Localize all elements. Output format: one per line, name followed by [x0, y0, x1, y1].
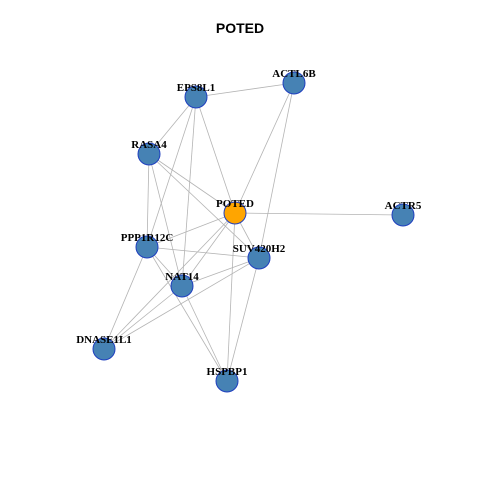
node-label-suv420h2: SUV420H2 — [233, 243, 286, 255]
edge-suv420h2-nat14 — [181, 257, 260, 287]
node-label-dnase1l1: DNASE1L1 — [76, 334, 132, 346]
node-circle-hspbp1[interactable] — [215, 369, 239, 393]
edge-poted-nat14 — [181, 212, 236, 287]
edge-eps8l1-poted — [195, 96, 236, 214]
graph-title: POTED — [215, 20, 265, 36]
node-rasa4[interactable]: RASA4 — [131, 139, 167, 166]
edge-rasa4-poted — [148, 153, 236, 214]
node-actr5[interactable]: ACTR5 — [385, 200, 422, 227]
edge-rasa4-suv420h2 — [148, 153, 260, 259]
node-label-actr5: ACTR5 — [385, 200, 422, 212]
edge-poted-dnase1l1 — [103, 212, 236, 350]
edge-suv420h2-hspbp1 — [226, 257, 260, 382]
edge-poted-actr5 — [234, 212, 404, 216]
edge-ppp1r12c-suv420h2 — [146, 246, 260, 259]
edge-nat14-hspbp1 — [181, 285, 228, 382]
node-circle-rasa4[interactable] — [137, 142, 161, 166]
edge-actl6b-poted — [234, 82, 295, 214]
edge-eps8l1-actl6b — [195, 82, 295, 98]
edge-poted-ppp1r12c — [146, 212, 236, 248]
edges-layer — [103, 82, 404, 382]
edge-eps8l1-rasa4 — [148, 96, 197, 155]
edge-actl6b-suv420h2 — [258, 82, 295, 259]
node-label-ppp1r12c: PPP1R12C — [121, 232, 174, 244]
node-ppp1r12c[interactable]: PPP1R12C — [121, 232, 174, 259]
edge-poted-hspbp1 — [226, 212, 236, 382]
node-circle-dnase1l1[interactable] — [92, 337, 116, 361]
node-eps8l1[interactable]: EPS8L1 — [177, 82, 216, 109]
node-circle-nat14[interactable] — [170, 274, 194, 298]
node-nat14[interactable]: NAT14 — [165, 271, 199, 298]
node-label-nat14: NAT14 — [165, 271, 199, 283]
node-label-rasa4: RASA4 — [131, 139, 167, 151]
edge-rasa4-nat14 — [148, 153, 183, 287]
node-poted[interactable]: POTED — [216, 198, 254, 225]
node-circle-actl6b[interactable] — [282, 71, 306, 95]
node-circle-ppp1r12c[interactable] — [135, 235, 159, 259]
edge-ppp1r12c-dnase1l1 — [103, 246, 148, 350]
edge-ppp1r12c-hspbp1 — [146, 246, 228, 382]
node-label-actl6b: ACTL6B — [272, 68, 316, 80]
node-suv420h2[interactable]: SUV420H2 — [233, 243, 286, 270]
node-dnase1l1[interactable]: DNASE1L1 — [76, 334, 132, 361]
node-actl6b[interactable]: ACTL6B — [272, 68, 316, 95]
edge-eps8l1-ppp1r12c — [146, 96, 197, 248]
node-label-eps8l1: EPS8L1 — [177, 82, 216, 94]
node-circle-eps8l1[interactable] — [184, 85, 208, 109]
node-circle-actr5[interactable] — [391, 203, 415, 227]
node-label-hspbp1: HSPBP1 — [207, 366, 248, 378]
node-circle-suv420h2[interactable] — [247, 246, 271, 270]
node-circle-poted[interactable] — [223, 201, 247, 225]
node-label-poted: POTED — [216, 198, 254, 210]
edge-suv420h2-dnase1l1 — [103, 257, 260, 350]
node-hspbp1[interactable]: HSPBP1 — [207, 366, 248, 393]
edge-nat14-dnase1l1 — [103, 285, 183, 350]
edge-rasa4-ppp1r12c — [146, 153, 150, 248]
